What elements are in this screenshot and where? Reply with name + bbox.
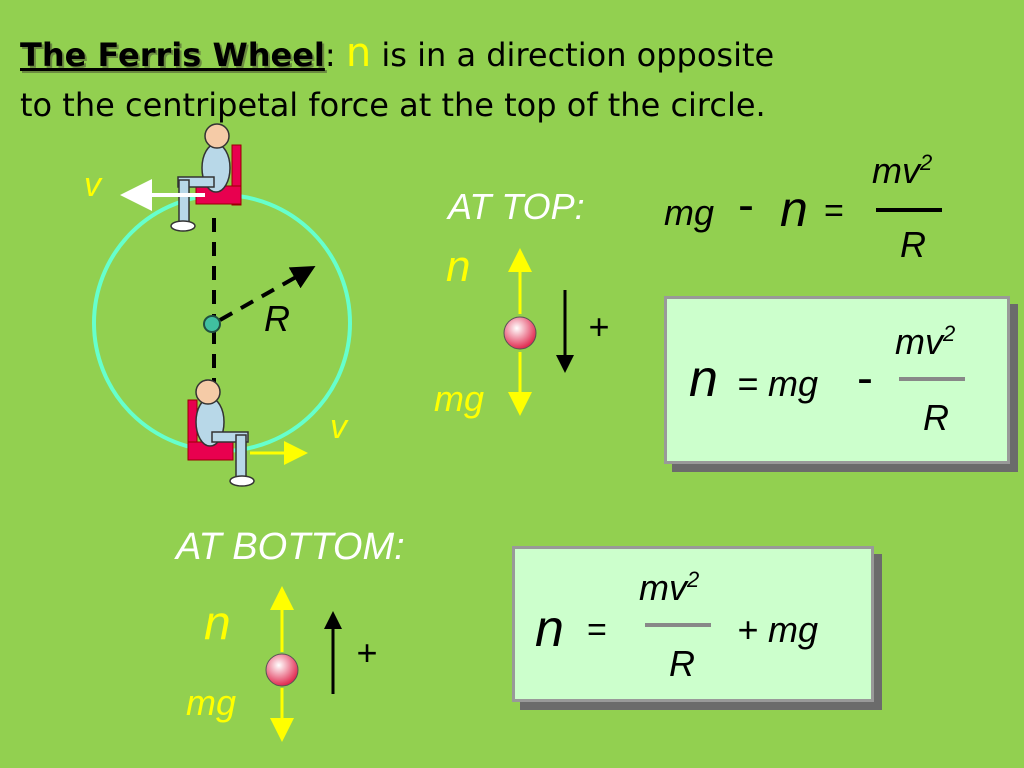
- top-box-denominator: R: [923, 397, 949, 438]
- title-line-1: The Ferris Wheel: n is in a direction op…: [20, 30, 774, 76]
- bottom-box-fraction-bar: [645, 623, 711, 627]
- top-rider-icon: [170, 123, 242, 232]
- top-box-fraction-bar: [899, 377, 965, 381]
- title-n: n: [345, 30, 372, 76]
- top-eq-equals: =: [824, 192, 844, 230]
- title-colon: :: [324, 36, 336, 74]
- v-top-label: v: [84, 166, 101, 204]
- top-box-exponent: 2: [943, 321, 956, 346]
- bottom-result-box: n = mv2 R + mg: [512, 546, 874, 702]
- title-rest: is in a direction opposite: [371, 36, 775, 74]
- top-n-label: n: [446, 242, 471, 291]
- title-bold: The Ferris Wheel: [20, 36, 325, 74]
- top-box-eq-mg: = mg: [737, 363, 819, 404]
- top-eq-minus: -: [738, 179, 754, 232]
- bottom-box-denominator: R: [669, 643, 695, 684]
- top-eq-mg: mg: [664, 192, 715, 233]
- center-dot: [203, 315, 221, 333]
- top-eq-n: n: [780, 181, 808, 237]
- bottom-box-num-text: mv: [639, 567, 687, 608]
- bottom-box-exponent: 2: [687, 567, 700, 592]
- top-box-n: n: [689, 350, 718, 408]
- bottom-n-label: n: [204, 597, 231, 650]
- radius-label: R: [264, 298, 290, 339]
- top-box-numerator: mv2: [895, 321, 955, 363]
- bottom-box-n: n: [535, 600, 564, 658]
- top-eq-numerator: mv2: [872, 150, 932, 192]
- top-ball: [503, 316, 537, 350]
- title-line-2: to the centripetal force at the top of t…: [20, 86, 766, 124]
- bottom-box-numerator: mv2: [639, 567, 699, 609]
- bottom-box-plus-mg: + mg: [737, 609, 819, 650]
- bottom-mg-label: mg: [186, 682, 237, 723]
- top-eq-denominator: R: [900, 224, 926, 265]
- top-mg-label: mg: [434, 378, 485, 419]
- bottom-box-equals: =: [587, 611, 607, 649]
- bottom-plus-sign: +: [356, 632, 378, 673]
- v-bottom-label: v: [330, 408, 347, 446]
- at-bottom-heading: AT BOTTOM:: [176, 526, 405, 568]
- radius-arrow: [219, 266, 316, 322]
- bottom-ball: [265, 653, 299, 687]
- top-box-num-text: mv: [895, 321, 943, 362]
- top-eq-exponent: 2: [920, 150, 933, 175]
- top-box-minus: -: [857, 352, 873, 405]
- top-eq-num-text: mv: [872, 150, 920, 191]
- at-top-heading: AT TOP:: [448, 186, 585, 227]
- bottom-rider-icon: [187, 379, 255, 487]
- top-result-box: n = mg - mv2 R: [664, 296, 1010, 464]
- top-plus-sign: +: [588, 306, 610, 347]
